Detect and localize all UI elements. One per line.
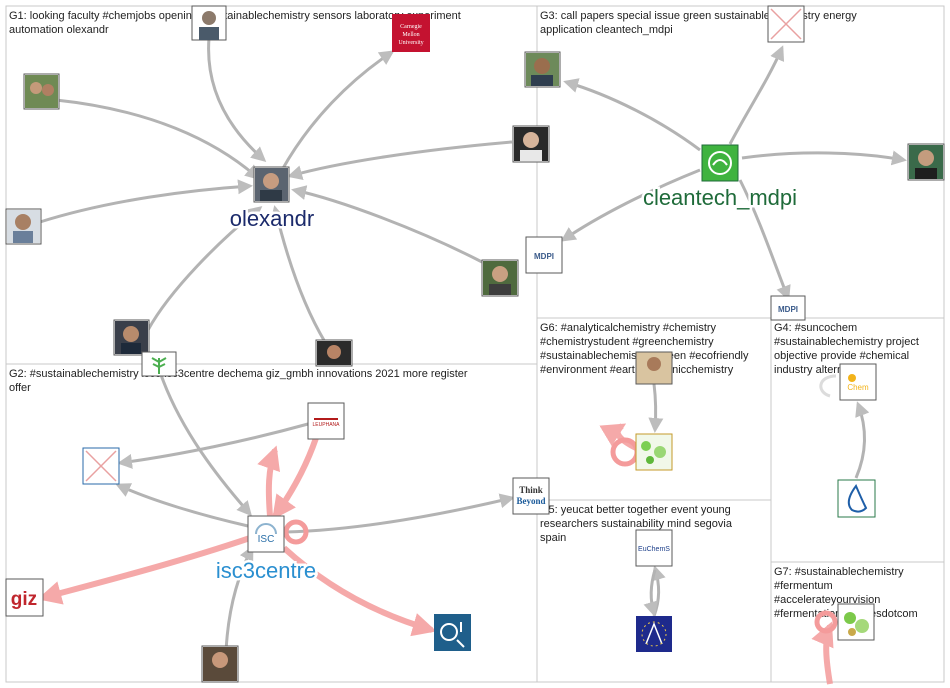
euchems-logo[interactable]: EuChemS [636, 530, 672, 566]
fermentum-image-node[interactable] [838, 604, 874, 640]
svg-text:LEUPHANA: LEUPHANA [313, 422, 341, 428]
droplet-logo[interactable] [838, 480, 875, 517]
avatar-node[interactable] [908, 144, 944, 180]
broken-image-node[interactable] [83, 448, 119, 484]
carnegie-mellon-logo[interactable]: Carnegie Mellon University [392, 14, 430, 52]
cleantech-mdpi-avatar[interactable] [702, 145, 738, 181]
green-dots-image-node[interactable] [636, 434, 672, 470]
avatar-node[interactable] [6, 209, 41, 244]
avatar-node[interactable] [24, 74, 59, 109]
isc3centre-label: isc3centre [216, 558, 316, 583]
svg-text:Think: Think [519, 485, 543, 495]
svg-text:University: University [398, 40, 423, 46]
avatar-node[interactable] [513, 126, 549, 162]
svg-text:ISC: ISC [258, 534, 275, 545]
avatar-node[interactable] [636, 352, 672, 384]
mdpi-logo[interactable]: MDPI [526, 237, 562, 273]
svg-text:EuChemS: EuChemS [638, 546, 670, 553]
cochem-logo[interactable]: Chem [840, 364, 876, 400]
svg-text:giz: giz [11, 589, 37, 610]
svg-text:Beyond: Beyond [516, 496, 545, 506]
mdpi-logo[interactable]: MDPI [771, 296, 805, 320]
isc3centre-avatar[interactable]: ISC [248, 516, 284, 552]
edge [654, 384, 656, 430]
plant-logo-node[interactable] [142, 352, 176, 376]
lab-flask-logo[interactable] [434, 614, 471, 651]
olexandr-avatar[interactable] [254, 167, 289, 202]
avatar-node[interactable] [192, 6, 226, 40]
avatar-node[interactable] [482, 260, 518, 296]
avatar-node[interactable] [202, 646, 238, 682]
eu-stars-logo[interactable] [636, 616, 672, 652]
svg-text:Carnegie: Carnegie [400, 24, 422, 30]
avatar-node[interactable] [525, 52, 560, 87]
svg-text:Chem: Chem [847, 383, 869, 392]
leuphana-logo[interactable]: LEUPHANA [308, 403, 344, 439]
olexandr-label: olexandr [230, 206, 314, 231]
broken-image-node[interactable] [768, 6, 804, 42]
avatar-node[interactable] [114, 320, 149, 355]
avatar-node[interactable] [316, 340, 352, 366]
giz-logo[interactable]: giz [6, 579, 43, 616]
svg-text:MDPI: MDPI [778, 305, 798, 314]
svg-text:MDPI: MDPI [534, 252, 554, 261]
think-beyond-logo[interactable]: Think Beyond [513, 478, 549, 514]
cleantech-mdpi-label: cleantech_mdpi [643, 185, 797, 210]
group-panel-g3 [537, 6, 944, 318]
svg-text:Mellon: Mellon [402, 32, 419, 38]
